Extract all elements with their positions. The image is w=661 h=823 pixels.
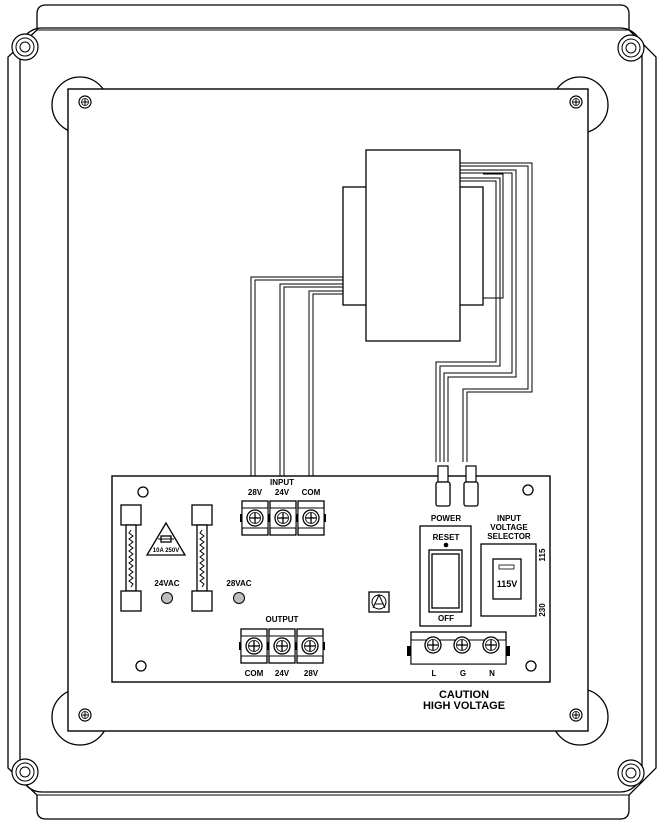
line-terminal-label: L — [432, 669, 437, 678]
certification-mark-icon — [368, 591, 390, 613]
line-terminal-label: G — [460, 669, 466, 678]
output-terminal-label: 28V — [304, 669, 319, 678]
output-terminal-label: COM — [245, 669, 264, 678]
fuse-right — [191, 504, 213, 612]
input-terminal-label: 28V — [248, 488, 263, 497]
output-terminal-title: OUTPUT — [266, 615, 299, 624]
voltage-selector-title: VOLTAGE — [490, 523, 528, 532]
input-terminal-block — [240, 501, 326, 535]
output-terminal-block — [239, 629, 325, 663]
line-terminal-block — [407, 631, 510, 665]
input-terminal-title: INPUT — [270, 478, 294, 487]
power-switch-title: POWER — [431, 514, 461, 523]
fuse-warning-triangle — [145, 521, 187, 556]
line-terminal-label: N — [489, 669, 495, 678]
enclosure — [7, 4, 657, 820]
primary-wires — [435, 162, 533, 462]
fuse-rating-label: 10A 250V — [153, 548, 179, 554]
transformer — [342, 149, 484, 342]
voltage-selector-value: 115V — [497, 579, 518, 589]
led-indicator — [161, 592, 245, 604]
caution-subtitle: HIGH VOLTAGE — [423, 700, 505, 712]
input-wires — [250, 276, 343, 508]
input-terminal-label: 24V — [275, 488, 290, 497]
voltage-selector-title: INPUT — [497, 514, 521, 523]
power-reset-label: RESET — [433, 533, 460, 542]
power-off-label: OFF — [438, 614, 454, 623]
fuse-left — [120, 504, 142, 612]
output-terminal-label: 24V — [275, 669, 290, 678]
caution-title: CAUTION — [439, 689, 489, 701]
led-label-24vac: 24VAC — [154, 579, 179, 588]
voltage-option-115: 115 — [538, 548, 547, 561]
voltage-selector-title: SELECTOR — [487, 532, 531, 541]
led-label-28vac: 28VAC — [226, 579, 251, 588]
voltage-selector[interactable] — [480, 543, 537, 617]
power-switch[interactable] — [419, 525, 472, 627]
voltage-option-230: 230 — [538, 603, 547, 617]
input-terminal-label: COM — [302, 488, 321, 497]
